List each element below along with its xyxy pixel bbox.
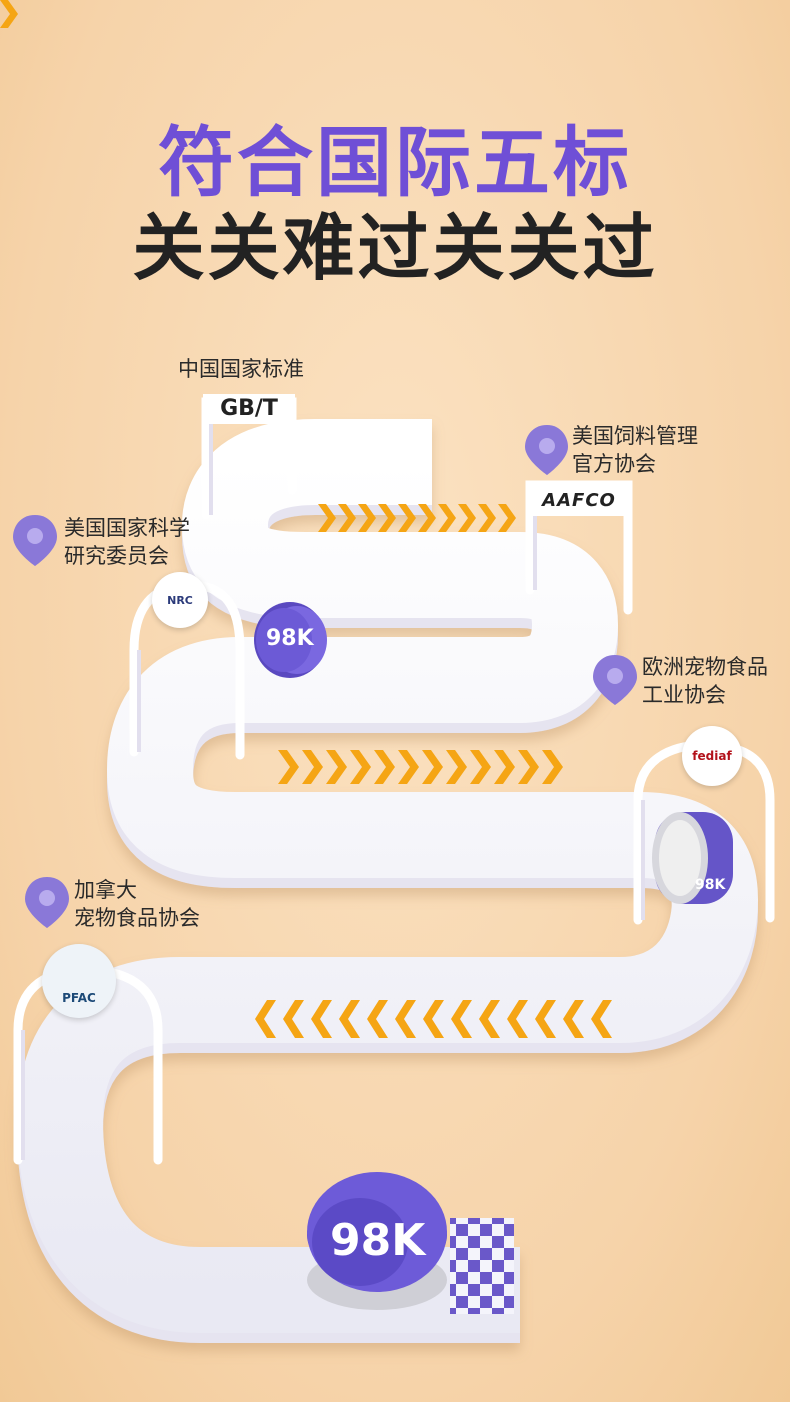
label-aafco-line2: 官方协会 [572, 452, 656, 476]
badge-nrc: NRC [152, 572, 208, 628]
label-gbt: 中国国家标准 [178, 355, 304, 383]
label-pfac-line2: 宠物食品协会 [74, 906, 200, 930]
arch-aafco [525, 480, 633, 615]
label-nrc: 美国国家科学 研究委员会 [64, 514, 190, 570]
badge-fediaf-text: fediaf [692, 749, 732, 763]
sign-gbt-text: GB/T [220, 396, 278, 421]
label-aafco: 美国饲料管理 官方协会 [572, 422, 698, 478]
arrow-row-3-chevrons [255, 1000, 612, 1038]
can-small-label: 98K [266, 626, 314, 651]
pin-centers [27, 438, 623, 906]
label-fediaf-line1: 欧洲宠物食品 [642, 655, 768, 679]
label-pfac-line1: 加拿大 [74, 878, 137, 902]
headline-title: 符合国际五标 [158, 118, 632, 207]
label-fediaf: 欧洲宠物食品 工业协会 [642, 653, 768, 709]
sign-aafco-board [527, 486, 631, 516]
label-fediaf-line2: 工业协会 [642, 683, 726, 707]
label-nrc-line1: 美国国家科学 [64, 516, 190, 540]
sign-gbt-board [203, 394, 295, 424]
label-pfac: 加拿大 宠物食品协会 [74, 876, 200, 932]
finish-line [450, 1218, 514, 1314]
product-can-side [652, 812, 733, 904]
headline-subtitle: 关关难过关关过 [132, 206, 658, 290]
arrow-row-2-chevrons [278, 750, 563, 784]
label-aafco-line1: 美国饲料管理 [572, 424, 698, 448]
badge-fediaf: fediaf [682, 726, 742, 786]
label-nrc-line2: 研究委员会 [64, 544, 169, 568]
can-large-label: 98K [330, 1215, 426, 1266]
product-can-small [254, 602, 327, 678]
badge-pfac-text: PFAC [62, 991, 96, 1005]
label-gbt-line1: 中国国家标准 [178, 357, 304, 381]
badge-nrc-text: NRC [167, 593, 193, 607]
badge-pfac: PFAC [42, 944, 116, 1018]
road-surface [17, 419, 758, 1343]
sign-aafco-text: AAFCO [542, 490, 616, 511]
can-side-label: 98K [695, 877, 726, 893]
product-can-large [307, 1172, 447, 1310]
arrow-row-1-chevrons [318, 504, 516, 532]
arrow-row-1 [0, 0, 18, 28]
